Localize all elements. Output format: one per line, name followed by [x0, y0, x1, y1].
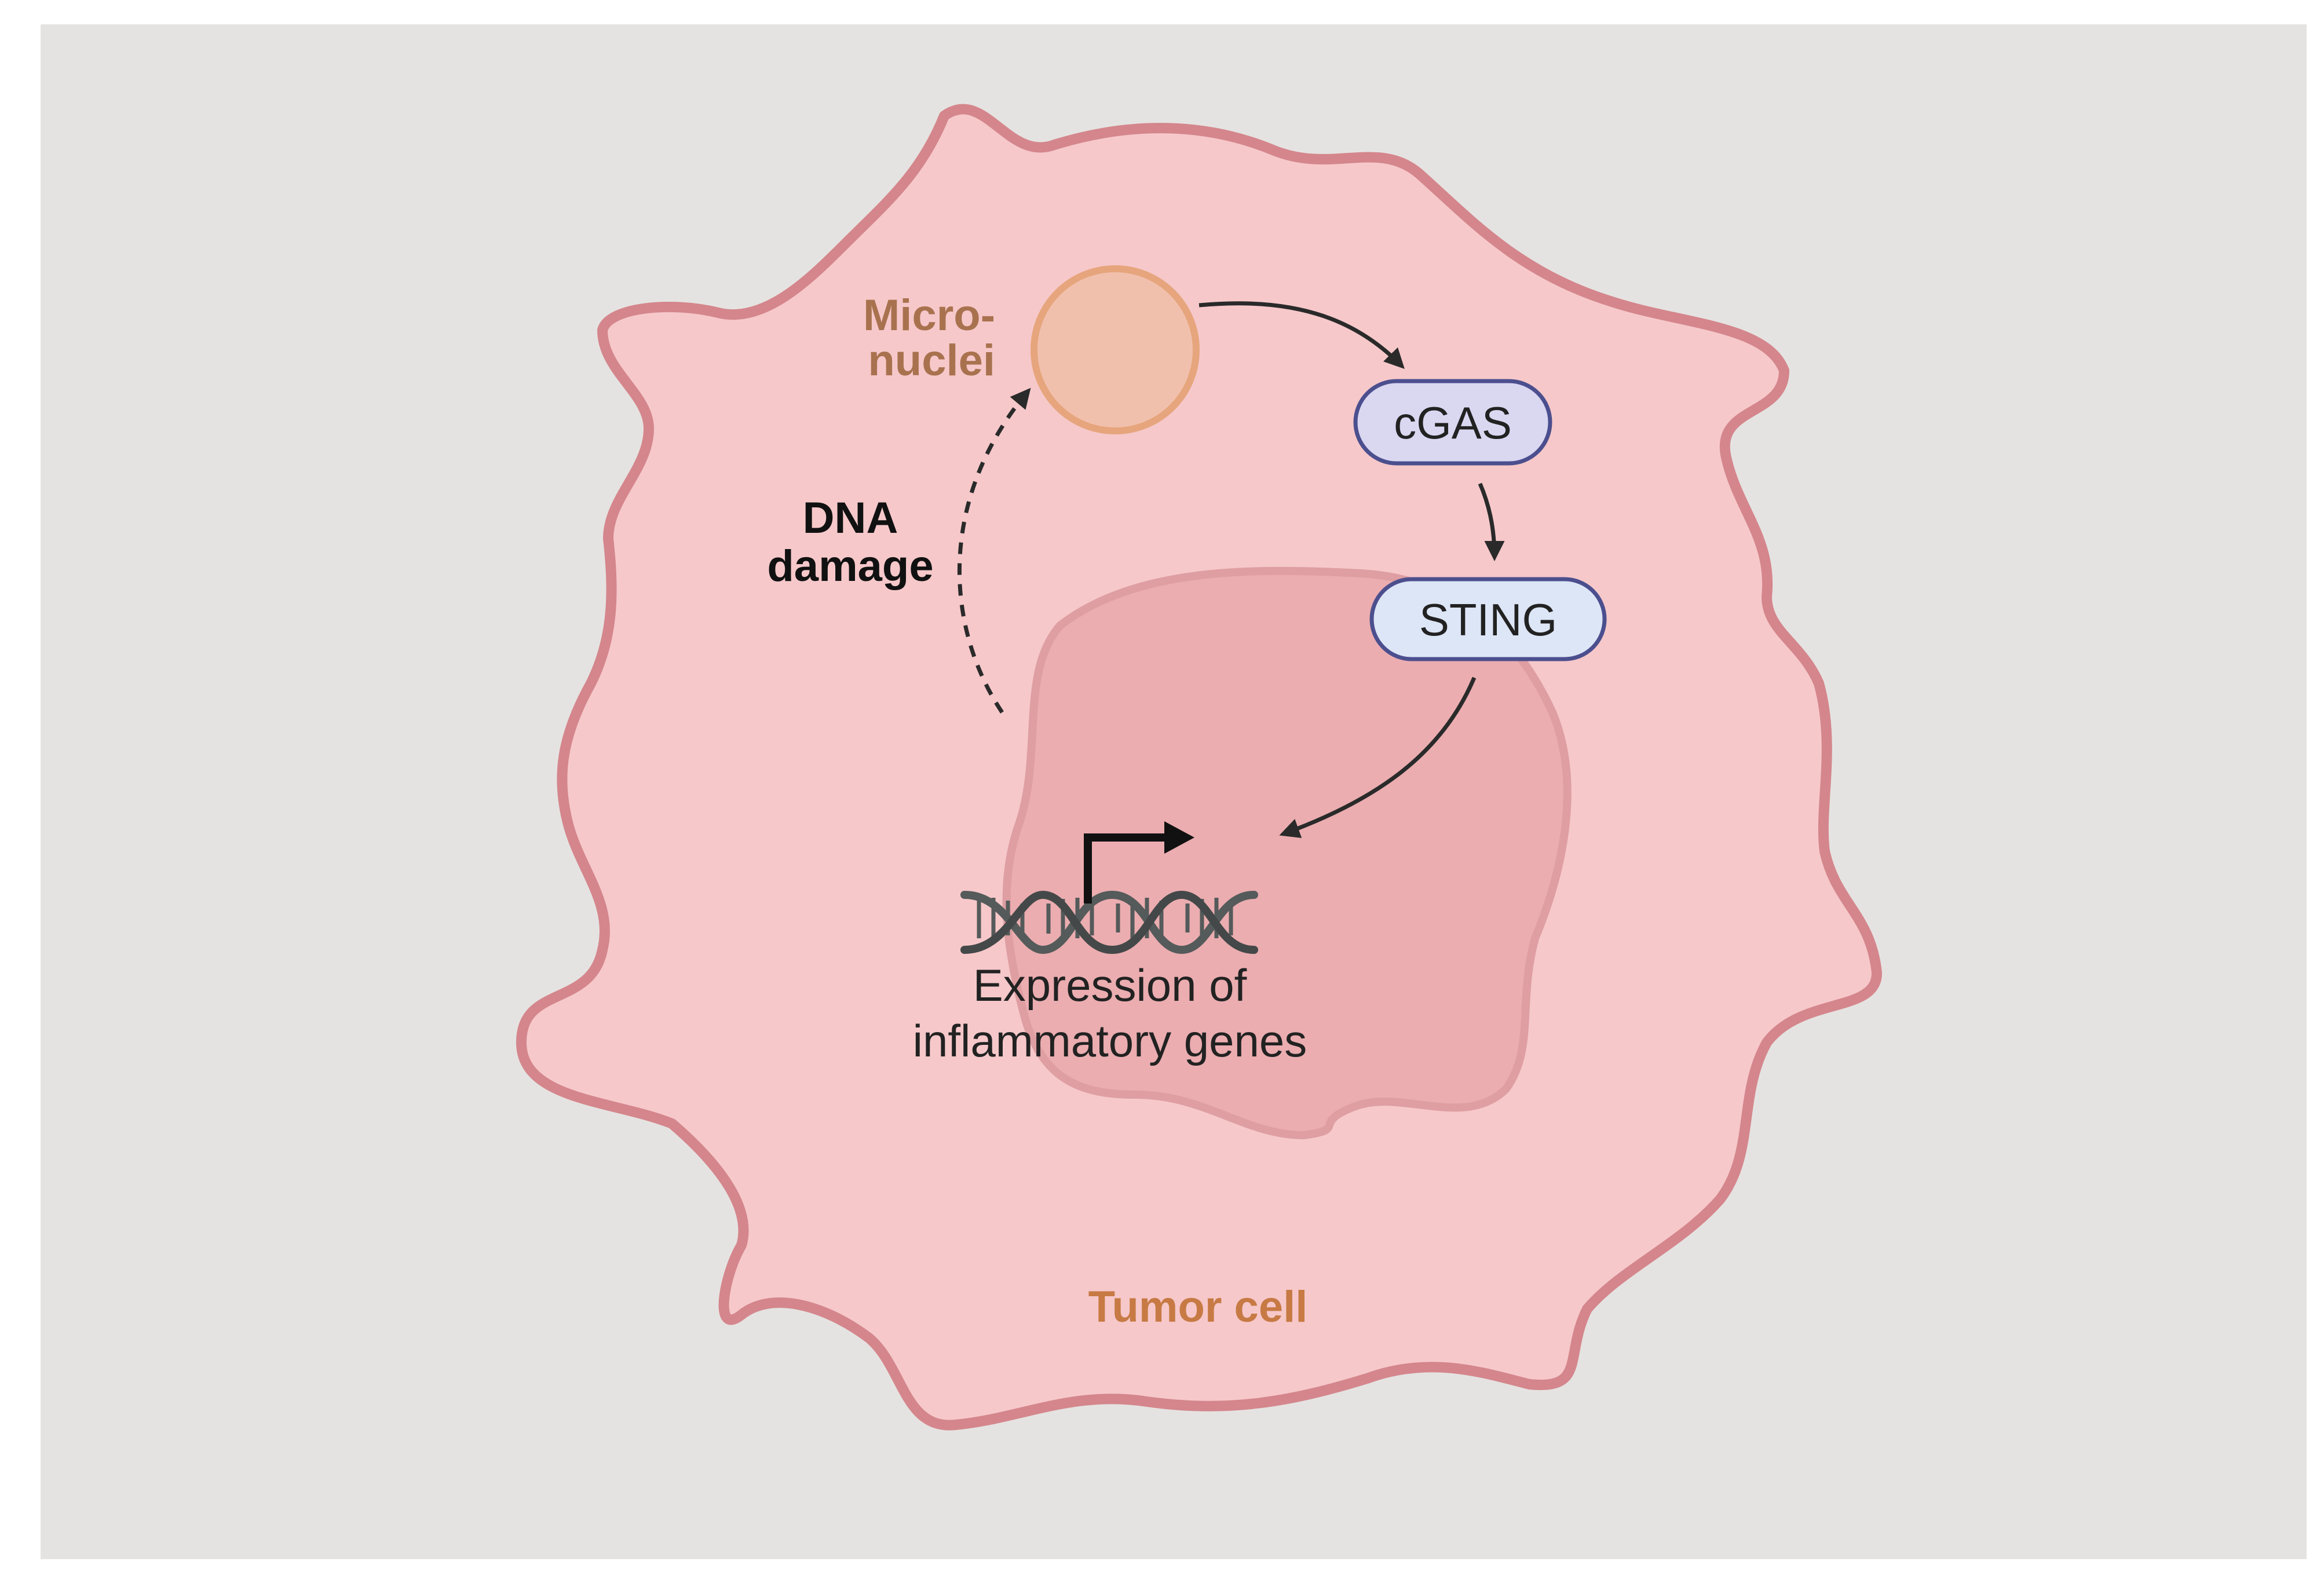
dna-damage-label-line2: damage	[767, 542, 933, 591]
micronuclei-label-line2: nuclei	[868, 336, 995, 385]
dna-damage-label: DNA damage	[767, 493, 933, 591]
dna-damage-arrow	[957, 387, 1031, 714]
sting-to-genes-arrow	[1279, 676, 1477, 838]
expression-label: Expression of inflammatory genes	[913, 960, 1307, 1066]
sting-node: STING	[1369, 577, 1607, 661]
expression-label-line2: inflammatory genes	[913, 1015, 1307, 1066]
micronuclei-to-cgas-arrow	[1198, 301, 1405, 370]
tumor-cell-label: Tumor cell	[1088, 1282, 1308, 1332]
dna-double-helix-icon	[960, 890, 1258, 954]
micronuclei-label: Micro- nuclei	[863, 291, 995, 385]
sting-label: STING	[1419, 594, 1557, 645]
micronucleus-circle-icon	[1031, 265, 1200, 434]
cgas-to-sting-arrow	[1478, 482, 1505, 561]
dna-damage-label-line1: DNA	[803, 493, 898, 543]
cgas-node: cGAS	[1353, 379, 1552, 466]
expression-label-line1: Expression of	[973, 960, 1247, 1011]
cgas-label: cGAS	[1394, 397, 1512, 448]
micronuclei-label-line1: Micro-	[863, 291, 995, 340]
transcription-start-arrow-icon	[1084, 821, 1194, 904]
